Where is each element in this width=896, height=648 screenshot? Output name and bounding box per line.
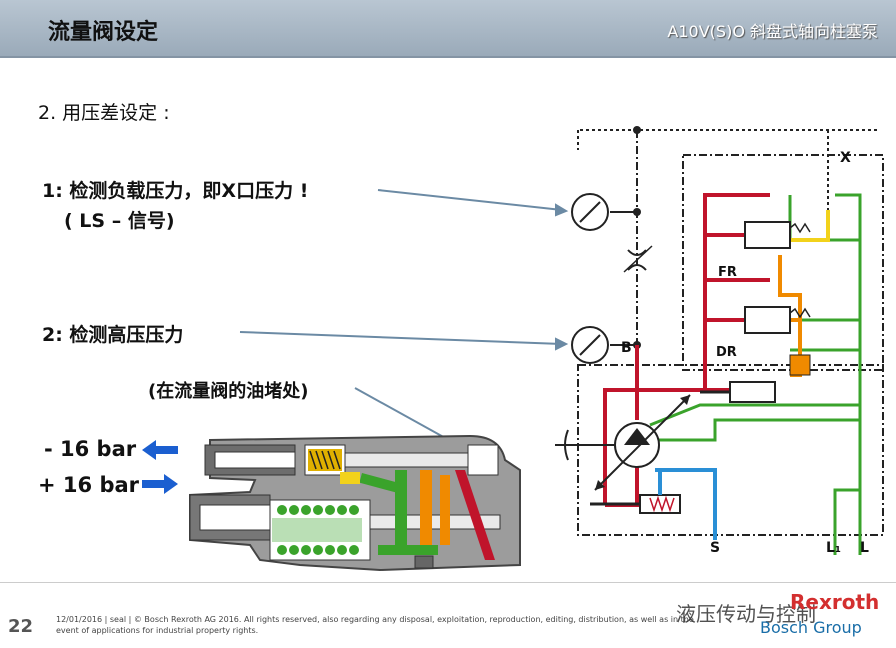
plug-caption: (在流量阀的油堵处): [148, 381, 309, 402]
minus-16-bar-label: - 16 bar: [44, 437, 137, 461]
port-x-label: X: [840, 150, 851, 166]
hp-caption: 2: 检测高压压力: [42, 324, 184, 346]
pointer-lines: [239, 189, 569, 466]
hydraulic-schematic: [555, 126, 884, 555]
port-b-label: B: [621, 340, 632, 356]
brand-logo: Rexroth: [790, 590, 880, 614]
group-name: Bosch Group: [760, 618, 862, 637]
section-heading: 2. 用压差设定 :: [38, 102, 170, 124]
page-subtitle: A10V(S)O 斜盘式轴向柱塞泵: [667, 22, 878, 41]
ls-caption: 1: 检测负载压力，即X口压力 !: [42, 180, 309, 202]
plus-arrow-icon: [142, 474, 178, 494]
header-bar: 流量阀设定 A10V(S)O 斜盘式轴向柱塞泵: [0, 0, 896, 58]
port-s-label: S: [710, 540, 721, 556]
page-number: 22: [8, 616, 34, 637]
valve-dr-label: DR: [716, 345, 737, 360]
footer-divider: [0, 582, 896, 583]
port-l1-label: L₁: [826, 540, 842, 556]
page-title: 流量阀设定: [48, 20, 159, 45]
flow-valve-cutaway: [189, 434, 521, 572]
legal-notice: 12/01/2016 | seal | © Bosch Rexroth AG 2…: [56, 615, 694, 635]
plus-16-bar-label: + 16 bar: [38, 473, 140, 497]
minus-arrow-icon: [142, 440, 178, 460]
ls-signal-caption: ( LS – 信号): [64, 210, 175, 232]
watermark-text: 液压传动与控制: [676, 602, 816, 626]
port-l-label: L: [860, 540, 869, 556]
valve-fr-label: FR: [718, 265, 737, 280]
